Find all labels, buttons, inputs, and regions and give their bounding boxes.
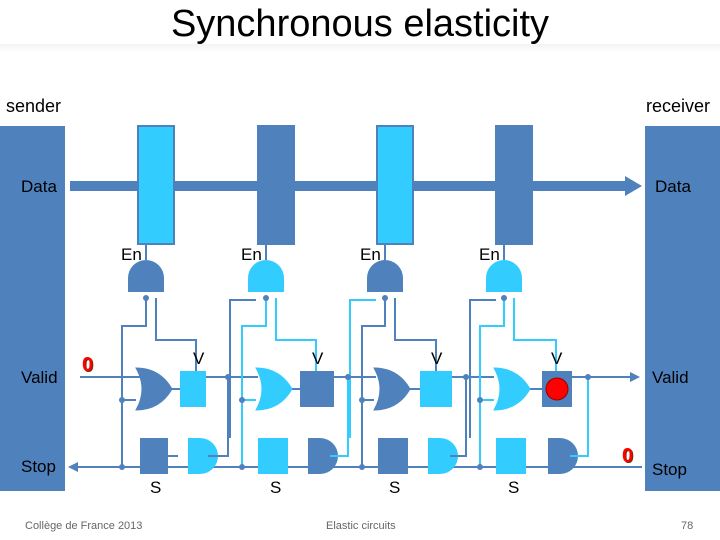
or-gate-2 [255,367,293,411]
or-gate-1 [135,367,173,411]
data-bus-arrow [625,176,642,196]
v-label-4: V [551,349,563,368]
en-gate-3 [367,260,403,292]
footer-topic: Elastic circuits [326,520,396,532]
v-flipflop-3 [420,371,452,407]
stop-gate-1 [188,438,218,474]
stop-zero-value: 0 [622,445,634,467]
title-underline [0,44,720,52]
valid-label-left: Valid [21,368,58,387]
en-label-3: En [360,245,381,264]
en-gate-4 [486,260,522,292]
en-gate-2 [248,260,284,292]
footer-institution: Collège de France 2013 [25,520,143,532]
v-flipflop-2 [300,371,334,407]
or-gate-4 [493,367,531,411]
v-flipflop-1 [180,371,206,407]
en-gate-1 [128,260,164,292]
s-label-1: S [150,478,162,497]
or-gate-3 [373,367,411,411]
data-register-4 [495,125,533,245]
en-label-4: En [479,245,500,264]
s-flipflop-1 [140,438,168,474]
v-label-1: V [193,349,205,368]
valid-red-dot [545,377,569,401]
valid-label-right: Valid [652,368,689,387]
en-label-1: En [121,245,142,264]
s-label-4: S [508,478,520,497]
stop-gate-3 [428,438,458,474]
data-label-right: Data [655,177,691,196]
stop-label-left: Stop [21,457,56,476]
s-flipflop-4 [496,438,526,474]
data-label-left: Data [21,177,57,196]
slide-title: Synchronous elasticity [170,3,550,45]
data-register-3 [376,125,414,245]
stop-gate-4 [548,438,578,474]
sender-block [0,126,65,491]
receiver-label: receiver [646,96,711,116]
stop-label-right: Stop [652,460,687,479]
footer-page-number: 78 [681,520,694,532]
receiver-block [645,126,720,491]
v-label-2: V [312,349,324,368]
stop-gate-2 [308,438,338,474]
v-label-3: V [431,349,443,368]
valid-zero-value: 0 [82,354,94,376]
s-label-2: S [270,478,282,497]
sender-label: sender [6,96,62,116]
en-label-2: En [241,245,262,264]
s-flipflop-3 [378,438,408,474]
data-register-1 [137,125,175,245]
s-label-3: S [389,478,401,497]
s-flipflop-2 [258,438,288,474]
data-register-2 [257,125,295,245]
